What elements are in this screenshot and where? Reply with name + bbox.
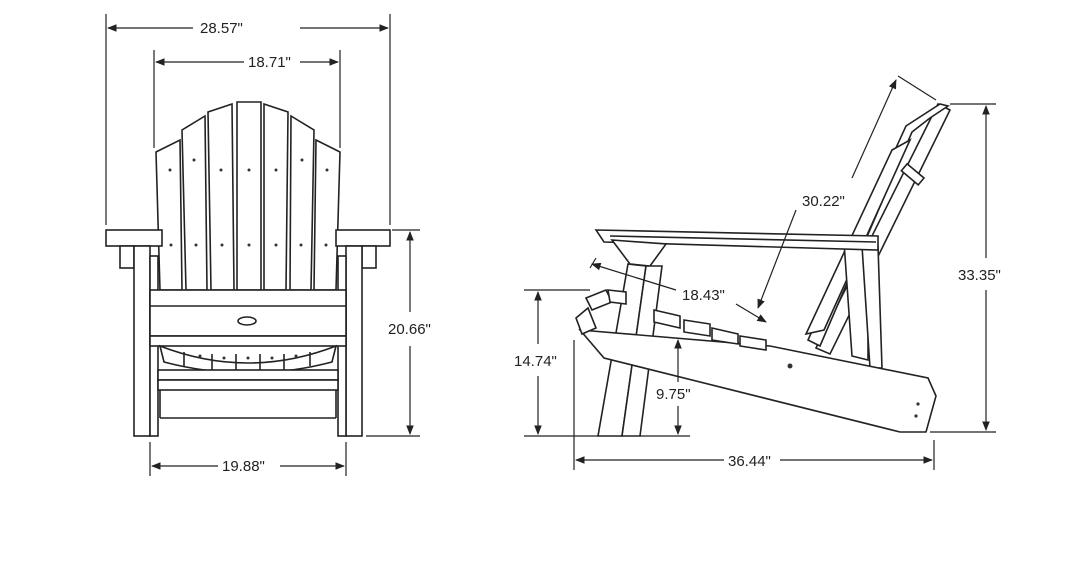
label-arm-height: 20.66" [388, 321, 431, 338]
dim-overall-width: 28.57" [105, 14, 391, 225]
label-seat-depth: 18.43" [682, 287, 725, 304]
seat-slats [158, 344, 338, 374]
label-back-length: 30.22" [802, 193, 845, 210]
label-front-height: 14.74" [514, 353, 557, 370]
dim-back-width: 18.71" [153, 50, 341, 148]
dim-back-length: 30.22" [757, 75, 937, 309]
armrests [105, 229, 391, 269]
front-view-chair [105, 101, 391, 437]
side-armrest [594, 229, 879, 267]
side-rear-leg [843, 241, 883, 369]
side-view-chair [575, 102, 952, 437]
dim-seat-height: 9.75" [640, 339, 691, 437]
label-seat-height: 9.75" [656, 386, 691, 403]
label-overall-width: 28.57" [200, 20, 243, 37]
label-overall-depth: 36.44" [728, 453, 771, 470]
dim-overall-depth: 36.44" [573, 340, 935, 470]
dim-overall-height: 33.35" [930, 103, 1001, 433]
lower-frame [157, 369, 339, 419]
side-stringer [578, 329, 937, 433]
dim-arm-height: 20.66" [366, 229, 431, 437]
side-seat-slats [575, 288, 767, 351]
dim-seat-width: 19.88" [149, 442, 347, 476]
dim-seat-depth: 18.43" [589, 257, 767, 323]
label-seat-width: 19.88" [222, 458, 265, 475]
label-overall-height: 33.35" [958, 267, 1001, 284]
back-slats [155, 101, 341, 291]
label-back-width: 18.71" [248, 54, 291, 71]
dim-front-height: 14.74" [514, 289, 598, 437]
seat-apron [149, 289, 347, 347]
